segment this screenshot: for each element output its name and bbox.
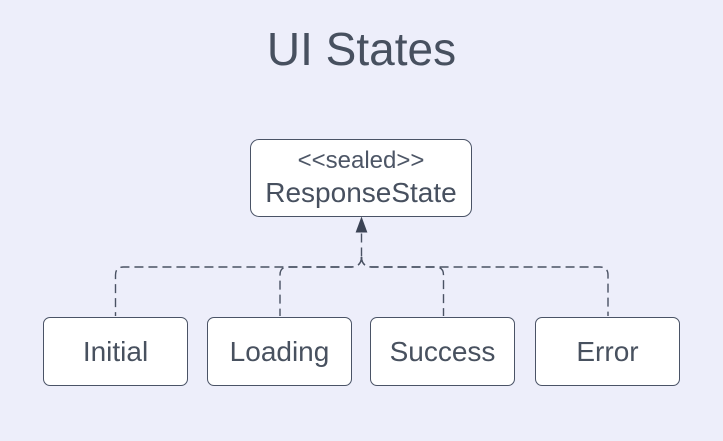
node-label: Error: [576, 335, 639, 367]
node-label: Initial: [82, 335, 149, 367]
edge-success: [360, 256, 445, 316]
edge-initial: [114, 256, 363, 316]
node-initial: Initial: [43, 317, 188, 386]
node-name: ResponseState: [265, 177, 457, 209]
node-error: Error: [535, 317, 680, 386]
node-label: Success: [389, 335, 496, 367]
node-success: Success: [370, 317, 515, 386]
edge-error: [360, 256, 609, 316]
node-label: Loading: [229, 335, 330, 367]
node-annotation: <<sealed>>: [297, 147, 425, 175]
node-responsestate: <<sealed>> ResponseState: [250, 139, 472, 217]
node-loading: Loading: [207, 317, 352, 386]
edge-loading: [279, 256, 363, 316]
diagram-title: UI States: [266, 23, 457, 75]
inheritance-arrowhead: [355, 216, 368, 233]
